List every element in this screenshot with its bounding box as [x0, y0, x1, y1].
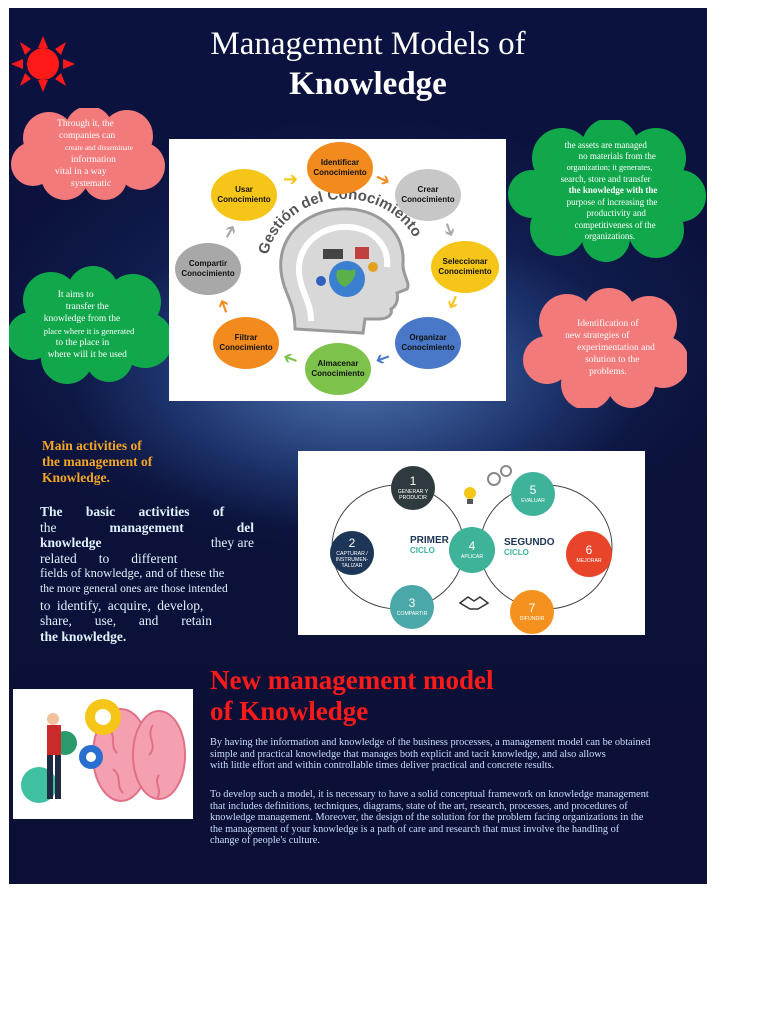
node-usar: Usar Conocimiento — [211, 169, 277, 221]
cloud-line: new strategies of — [565, 331, 630, 341]
node-crear: Crear Conocimiento — [395, 169, 461, 221]
lightbulb-icon — [464, 487, 476, 504]
knowledge-cycle-image: Gestión del Conocimiento Identificar Con… — [169, 139, 506, 401]
cloud-top-left: Through it, the companies can create and… — [9, 108, 167, 200]
cloud-line: information — [71, 155, 116, 165]
cloud-line: no materials from the — [578, 151, 656, 162]
cloud-line: competitiveness of the — [574, 219, 656, 230]
cloud-line: transfer the — [65, 302, 109, 312]
activities-body: The basic activities of the management d… — [40, 504, 254, 644]
cloud-line: knowledge from the — [43, 314, 121, 324]
cloud-line: organization; it generates, — [566, 163, 653, 173]
cloud-line: solution to the — [585, 355, 640, 365]
cloud-line: vital in a way — [55, 167, 107, 177]
cloud-top-right: the assets are managed no materials from… — [506, 120, 706, 262]
activities-line: The basic activities of — [40, 504, 225, 519]
cloud-line: It aims to — [57, 290, 94, 300]
cloud-line: search, store and transfer — [560, 173, 651, 184]
node-filtrar: Filtrar Conocimiento — [213, 317, 279, 369]
cloud-line: Through it, the — [57, 119, 114, 129]
cloud-bottom-right: Identification of new strategies of expe… — [521, 288, 687, 408]
new-model-paragraph-2: To develop such a model, it is necessary… — [210, 789, 649, 847]
cloud-bottom-left: It aims to transfer the knowledge from t… — [9, 266, 169, 384]
poster: Management Models of Knowledge Through i… — [9, 8, 707, 884]
cloud-line: the knowledge with the — [568, 185, 658, 196]
cloud-line: purpose of increasing the — [566, 196, 658, 207]
node-seleccionar: Seleccionar Conocimiento — [431, 241, 499, 293]
activities-heading: Main activities of the management of Kno… — [42, 438, 153, 485]
second-cycle-label: SEGUNDO CICLO — [504, 537, 555, 557]
first-cycle-label: PRIMER CICLO — [410, 535, 449, 555]
brain-gears-illustration — [13, 689, 193, 819]
cloud-line: problems. — [589, 367, 627, 377]
head-silhouette-icon — [279, 207, 410, 335]
cloud-line: organizations. — [584, 230, 636, 241]
new-model-title: New management model of Knowledge — [210, 665, 494, 726]
cloud-line: productivity and — [586, 208, 646, 219]
node-identificar: Identificar Conocimiento — [307, 142, 373, 194]
page-title-line2: Knowledge — [289, 66, 447, 102]
person-brain-icon — [21, 699, 186, 803]
node-organizar: Organizar Conocimiento — [395, 317, 461, 369]
gears-icon — [487, 465, 512, 486]
node-almacenar: Almacenar Conocimiento — [305, 343, 371, 395]
handshake-icon — [458, 596, 490, 610]
cloud-line: create and disseminate — [65, 143, 133, 152]
cloud-line: experimentation and — [577, 343, 655, 353]
cloud-line: systematic — [71, 179, 112, 189]
sun-icon — [11, 36, 75, 92]
cloud-line: the assets are managed — [564, 139, 647, 150]
cloud-line: companies can — [59, 131, 116, 141]
page-title-line1: Management Models of — [210, 26, 526, 62]
cloud-line: Identification of — [577, 319, 639, 329]
node-compartir: Compartir Conocimiento — [175, 243, 241, 295]
cloud-line: where will it be used — [47, 350, 127, 360]
new-model-paragraph-1: By having the information and knowledge … — [210, 737, 651, 772]
arrow-icon: ➔ — [283, 169, 299, 190]
cloud-line: to the place in — [55, 338, 110, 348]
cloud-line: place where it is generated — [43, 326, 135, 336]
